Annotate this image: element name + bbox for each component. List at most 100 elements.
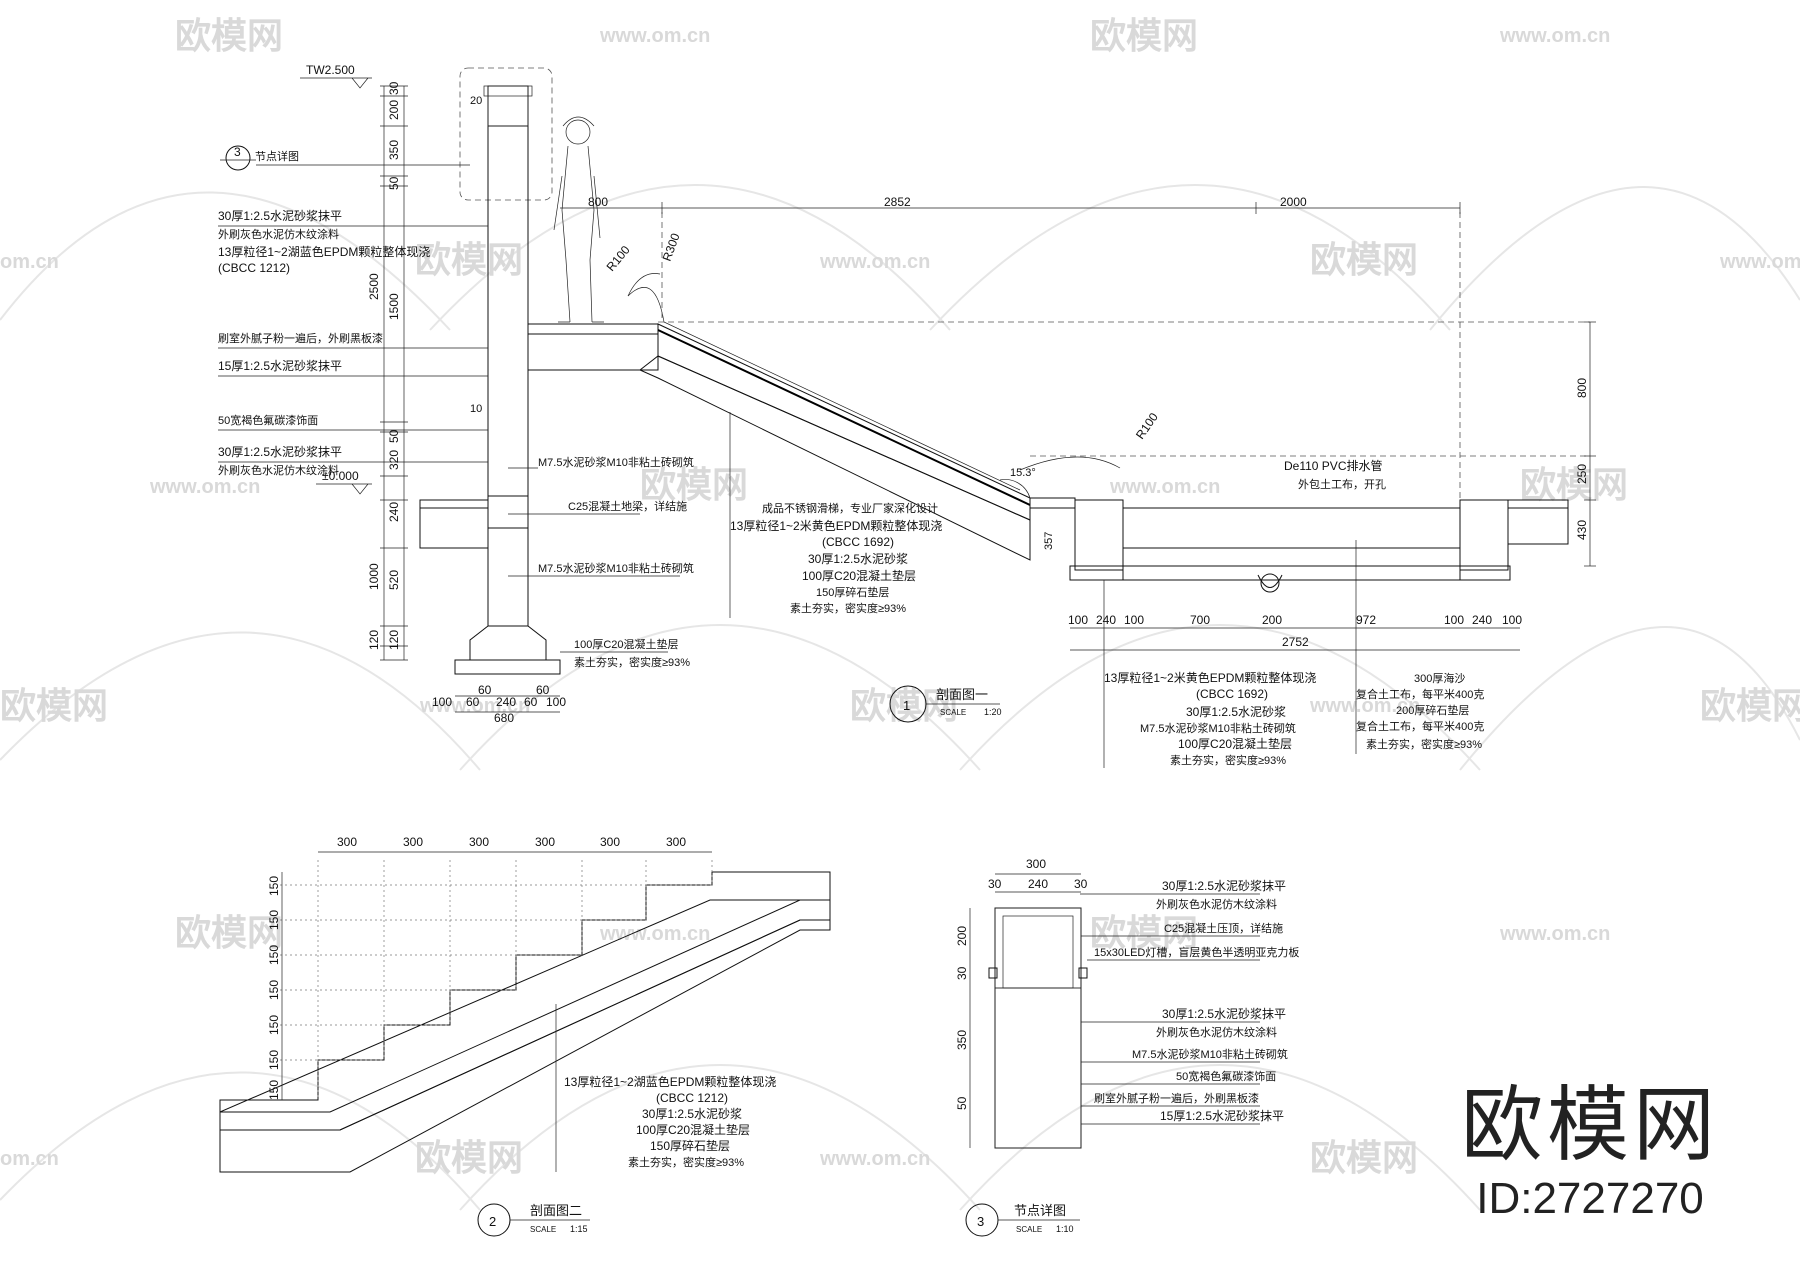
dim-label: 350 xyxy=(955,1030,969,1050)
note: 外刷灰色水泥仿木纹涂料 xyxy=(218,463,339,477)
section-1: 30 200 350 50 2500 1500 50 320 240 1000 … xyxy=(218,63,1596,768)
note: De110 PVC排水管 xyxy=(1284,458,1382,473)
dim-label: 2852 xyxy=(884,195,911,209)
dim-label: 800 xyxy=(1575,378,1589,398)
note: C25混凝土压顶，详结施 xyxy=(1164,921,1283,935)
dim-label: 520 xyxy=(387,570,401,590)
section-title: 剖面图一 xyxy=(936,687,988,702)
note: (CBCC 1212) xyxy=(656,1091,728,1105)
watermark-logo: 欧模网 xyxy=(415,1137,523,1178)
watermark-url: www.om.cn xyxy=(1309,695,1420,717)
dim-label: 30 xyxy=(955,966,969,980)
small-dim: 10 xyxy=(470,403,482,415)
stair-concrete xyxy=(219,899,831,1131)
scale-label: SCALE xyxy=(940,708,966,717)
dim-label: 700 xyxy=(1190,613,1210,627)
radius-label: R100 xyxy=(604,243,633,274)
note: 300厚海沙 xyxy=(1414,671,1465,685)
brand-name: 欧模网 xyxy=(1460,1078,1719,1173)
footing-pad xyxy=(454,659,561,675)
dim-label: 120 xyxy=(367,630,381,650)
pit-wall-left xyxy=(1074,499,1124,571)
note: 成品不锈钢滑梯，专业厂家深化设计 xyxy=(762,501,938,515)
note: 刷室外腻子粉一遍后，外刷黑板漆 xyxy=(218,331,383,345)
watermark-url: www.om.cn xyxy=(1109,476,1220,498)
scale-value: 1:15 xyxy=(570,1224,588,1234)
detail-callout-box xyxy=(459,67,553,201)
watermark-logo: 欧模网 xyxy=(175,15,283,56)
wall-body xyxy=(487,85,529,627)
dim-label: 300 xyxy=(1026,857,1046,871)
dim-label: 30 xyxy=(988,877,1002,891)
section-number: 1 xyxy=(903,698,910,713)
pit-gravel xyxy=(1122,547,1461,581)
note: M7.5水泥砂浆M10非粘土砖砌筑 xyxy=(1140,721,1296,735)
detail-wall xyxy=(994,907,1082,1149)
note: 50宽褐色氟碳漆饰面 xyxy=(1176,1069,1276,1083)
dim-label: 150 xyxy=(267,1080,281,1100)
sand-fill xyxy=(1122,507,1461,549)
callout-label: 节点详图 xyxy=(255,149,299,163)
dim-label: 100 xyxy=(546,695,566,709)
note: 13厚粒径1~2湖蓝色EPDM颗粒整体现浇 xyxy=(218,244,430,259)
note: 外刷灰色水泥仿木纹涂料 xyxy=(1156,897,1277,911)
note: 刷室外腻子粉一遍后，外刷黑板漆 xyxy=(1094,1091,1259,1105)
watermark-logo: 欧模网 xyxy=(1310,1137,1418,1178)
note: 30厚1:2.5水泥砂浆抹平 xyxy=(1162,878,1286,893)
note: 30厚1:2.5水泥砂浆 xyxy=(808,551,908,566)
dim-label: 30 xyxy=(387,81,401,95)
wall-cap xyxy=(487,85,529,127)
watermark-logo: 欧模网 xyxy=(1090,912,1198,953)
dim-label: 240 xyxy=(496,695,516,709)
watermark-layer: 欧模网 www.om.cn 欧模网 www.om.cn om.cn 欧模网 ww… xyxy=(0,15,1800,1211)
watermark-url: www.om.cn xyxy=(149,476,260,498)
watermark-logo: 欧模网 xyxy=(850,685,958,726)
note: 15x30LED灯槽，盲层黄色半透明亚克力板 xyxy=(1094,945,1299,959)
watermark-url: www.om.cn xyxy=(599,923,710,945)
watermark-logo: 欧模网 xyxy=(1700,685,1800,726)
dim-label: 1000 xyxy=(367,563,381,590)
brand-id: ID:2727270 xyxy=(1476,1174,1704,1223)
dim-label: 60 xyxy=(524,695,538,709)
dim-label: 150 xyxy=(267,980,281,1000)
dim-label: 150 xyxy=(267,1050,281,1070)
ground-beam xyxy=(487,495,529,529)
note: 素土夯实，密实度≥93% xyxy=(1366,737,1482,751)
watermark-url: om.cn xyxy=(0,1148,59,1170)
dim-label: 250 xyxy=(1575,464,1589,484)
dim-label: 120 xyxy=(387,630,401,650)
scale-value: 1:20 xyxy=(984,707,1002,717)
watermark-arcs xyxy=(0,184,1800,1211)
brand-block: 欧模网 ID:2727270 xyxy=(1450,1085,1730,1223)
note: 100厚C20混凝土垫层 xyxy=(802,568,916,583)
note: 外包土工布，开孔 xyxy=(1298,478,1386,491)
callout-number: 3 xyxy=(234,145,241,159)
dim-label: 60 xyxy=(466,695,480,709)
dim-label: 300 xyxy=(403,835,423,849)
watermark-url: www.om.cn xyxy=(1499,25,1610,47)
note: M7.5水泥砂浆M10非粘土砖砌筑 xyxy=(538,455,694,469)
dim-label: 320 xyxy=(387,450,401,470)
child-figure xyxy=(553,116,604,323)
dim-label: 300 xyxy=(469,835,489,849)
watermark-logo: 欧模网 xyxy=(1520,464,1628,505)
section-2: 300 300 300 300 300 300 150 150 150 150 … xyxy=(219,835,831,1237)
watermark-logo: 欧模网 xyxy=(1090,15,1198,56)
scale-label: SCALE xyxy=(1016,1225,1042,1234)
small-dim: 20 xyxy=(470,95,482,107)
note: 30厚1:2.5水泥砂浆 xyxy=(642,1106,742,1121)
note: (CBCC 1692) xyxy=(1196,687,1268,701)
watermark-url: www.om.cn xyxy=(1499,923,1610,945)
dim-label: 300 xyxy=(337,835,357,849)
dim-label: 50 xyxy=(387,176,401,190)
dim-label: 30 xyxy=(1074,877,1088,891)
stair-gravel xyxy=(219,919,831,1173)
dim-label: 240 xyxy=(1028,877,1048,891)
dim-label: 2000 xyxy=(1280,195,1307,209)
note: M7.5水泥砂浆M10非粘土砖砌筑 xyxy=(1132,1047,1288,1061)
watermark-url: om.cn xyxy=(0,251,59,273)
dim-label: 800 xyxy=(588,195,608,209)
dim-label: 2500 xyxy=(367,273,381,300)
dim-label: 200 xyxy=(387,100,401,120)
